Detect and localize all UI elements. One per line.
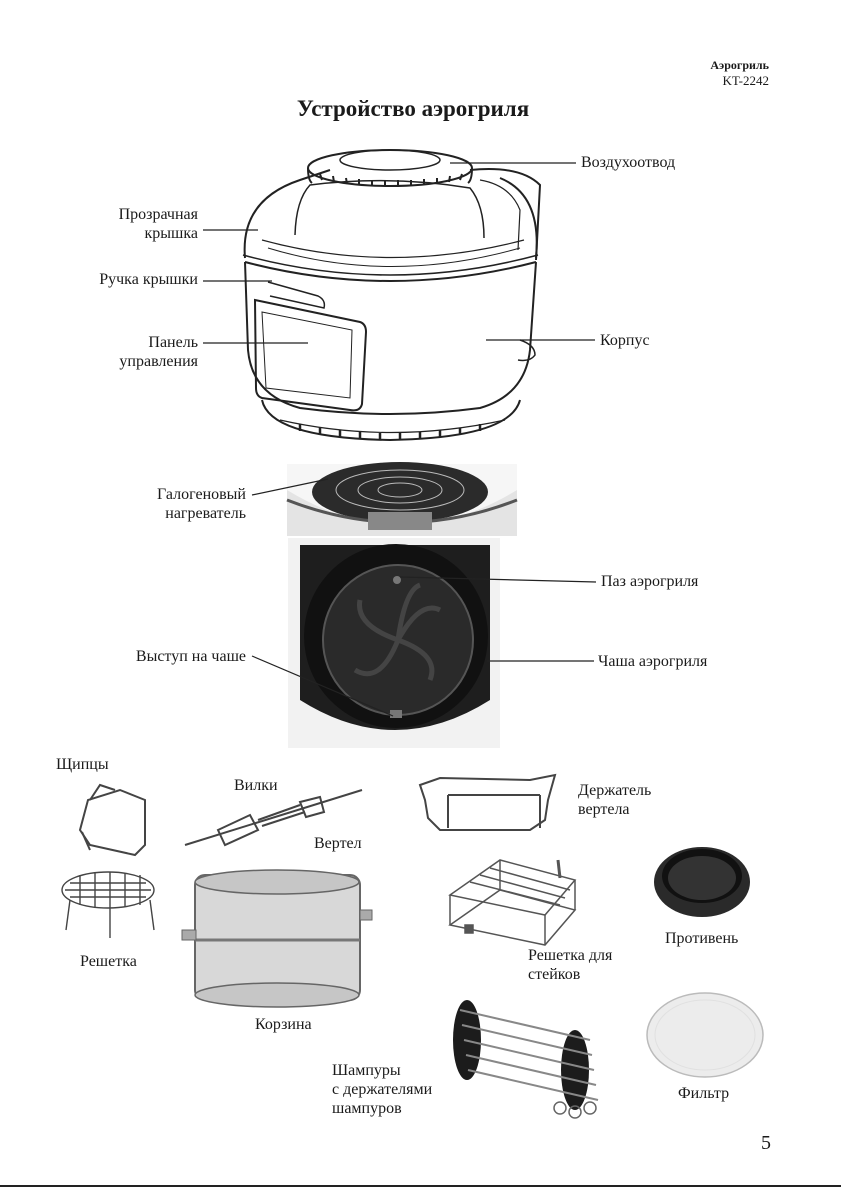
label-panel-line2: управления <box>119 352 198 371</box>
label-bowl-tab: Выступ на чаше <box>136 647 246 666</box>
label-filter: Фильтр <box>678 1084 729 1103</box>
rack-illustration <box>62 872 154 938</box>
label-heater-line1: Галогеновый <box>157 485 246 504</box>
label-heater-line2: нагреватель <box>165 504 246 523</box>
label-tongs: Щипцы <box>56 755 109 774</box>
label-rack: Решетка <box>80 952 137 971</box>
halogen-heater-illustration <box>287 462 517 536</box>
label-steak-rack-line2: стейков <box>528 965 580 984</box>
label-body: Корпус <box>600 331 650 350</box>
tongs-illustration <box>80 785 145 855</box>
basket-illustration <box>182 870 372 1007</box>
label-skewers-line2: с держателями <box>332 1080 432 1099</box>
filter-illustration <box>647 993 763 1077</box>
label-forks: Вилки <box>234 776 278 795</box>
tray-illustration <box>654 847 750 917</box>
label-steak-rack-line1: Решетка для <box>528 946 612 965</box>
label-skewers-line3: шампуров <box>332 1099 402 1118</box>
label-lid-line1: Прозрачная <box>119 205 198 224</box>
label-air-outlet: Воздухоотвод <box>581 153 675 172</box>
label-lid-handle: Ручка крышки <box>99 270 198 289</box>
page-number: 5 <box>761 1132 771 1155</box>
label-bowl: Чаша аэрогриля <box>598 652 707 671</box>
label-groove: Паз аэрогриля <box>601 572 698 591</box>
skewers-illustration <box>453 1000 598 1118</box>
spit-holder-illustration <box>420 775 555 830</box>
air-fryer-illustration <box>243 150 540 440</box>
label-spit-holder-line1: Держатель <box>578 781 651 800</box>
label-skewers-line1: Шампуры <box>332 1061 401 1080</box>
bowl-illustration <box>288 538 500 748</box>
label-lid-line2: крышка <box>145 224 198 243</box>
label-panel-line1: Панель <box>148 333 198 352</box>
steak-rack-illustration <box>450 860 575 945</box>
label-basket: Корзина <box>255 1015 312 1034</box>
footer-rule <box>0 1185 841 1187</box>
label-spit: Вертел <box>314 834 362 853</box>
label-spit-holder-line2: вертела <box>578 800 630 819</box>
label-tray: Противень <box>665 929 738 948</box>
